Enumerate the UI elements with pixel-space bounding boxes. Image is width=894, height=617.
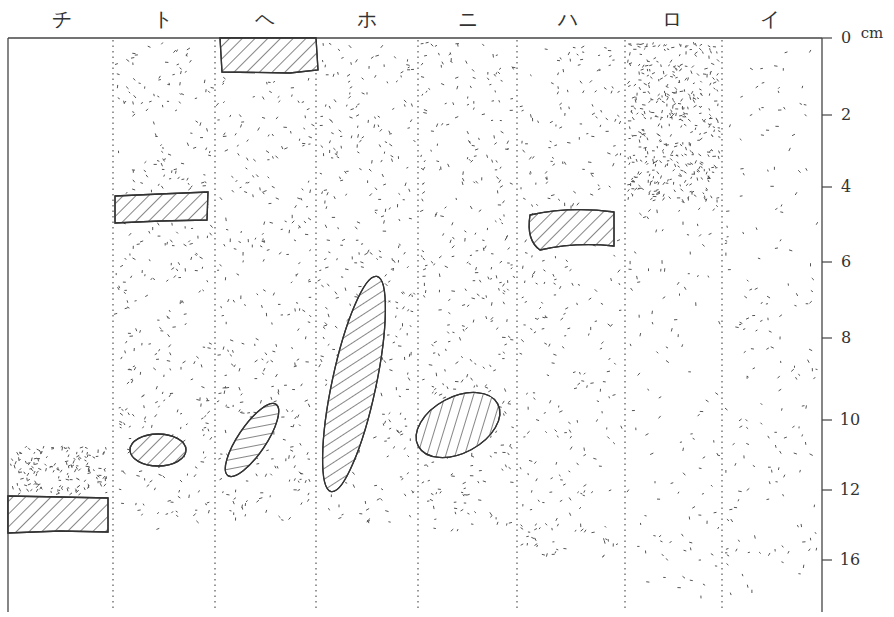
column-label: ニ <box>458 9 478 29</box>
depth-axis <box>821 38 822 612</box>
column-label: ト <box>153 9 173 29</box>
depth-value: 12 <box>840 482 860 498</box>
depth-ticks <box>822 38 832 560</box>
column-label: ロ <box>662 9 682 29</box>
column-label: チ <box>52 9 72 29</box>
column-label: イ <box>760 9 780 29</box>
top-border <box>8 37 822 38</box>
depth-unit: cm <box>861 26 884 41</box>
depth-value: 4 <box>841 179 851 195</box>
column-label: ホ <box>357 9 377 29</box>
depth-value: 6 <box>841 254 851 270</box>
depth-value: 0 <box>841 30 851 46</box>
stipple-dots <box>11 42 818 598</box>
column-label: ハ <box>558 9 578 29</box>
column-dividers <box>113 40 722 612</box>
depth-value: 16 <box>840 552 860 568</box>
depth-value: 8 <box>841 330 851 346</box>
column-label: ヘ <box>255 9 275 29</box>
hatched-bodies <box>8 38 614 533</box>
depth-value: 2 <box>841 107 851 123</box>
stipple-layer <box>11 42 818 598</box>
depth-value: 10 <box>840 412 860 428</box>
